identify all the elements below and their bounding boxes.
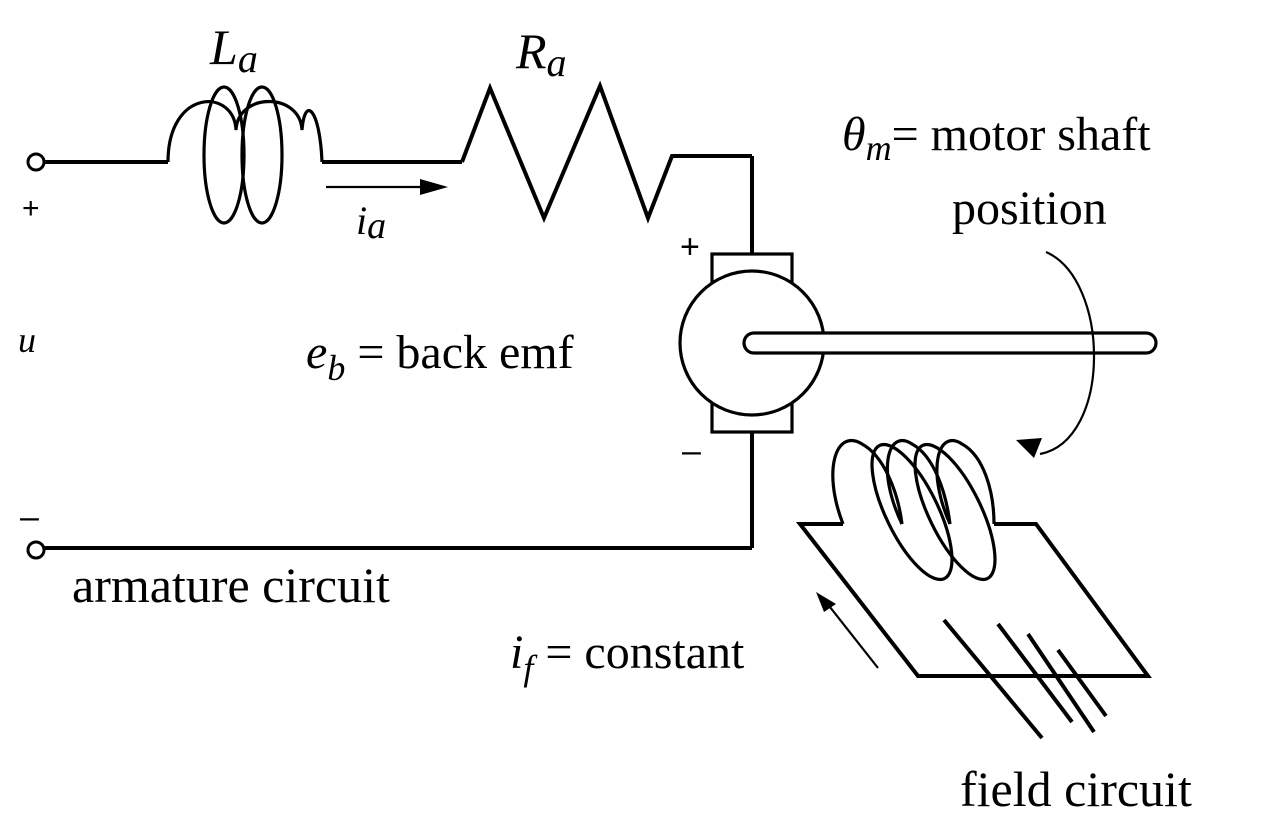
armature-circuit-label: armature circuit bbox=[72, 557, 390, 613]
top-terminal bbox=[26, 152, 46, 172]
back-emf-label: eb = back emf bbox=[306, 326, 574, 388]
input-minus-sign: – bbox=[20, 498, 39, 536]
input-voltage-symbol: u bbox=[18, 320, 36, 360]
input-plus-sign: + bbox=[22, 192, 40, 225]
inductor-La bbox=[166, 85, 324, 225]
field-circuit-label: field circuit bbox=[960, 761, 1192, 817]
armature-current-label: ia bbox=[356, 198, 386, 247]
armature-circuit bbox=[26, 80, 754, 560]
shaft-position-label: θm= motor shaft bbox=[842, 108, 1151, 168]
inductor-label: La bbox=[209, 19, 258, 81]
shaft-position-label-line2: position bbox=[952, 182, 1107, 235]
field-current-label: if = constant bbox=[510, 626, 745, 688]
bottom-terminal bbox=[26, 540, 46, 560]
current-arrow-ia bbox=[326, 179, 448, 195]
rotation-arrow bbox=[1016, 250, 1096, 458]
field-circuit bbox=[795, 439, 1152, 740]
resistor-Ra bbox=[460, 80, 752, 224]
motor-shaft bbox=[742, 331, 1158, 355]
resistor-label: Ra bbox=[515, 23, 567, 85]
motor-minus-sign: – bbox=[682, 432, 701, 470]
motor bbox=[678, 252, 1158, 434]
motor-plus-sign: + bbox=[680, 228, 700, 266]
